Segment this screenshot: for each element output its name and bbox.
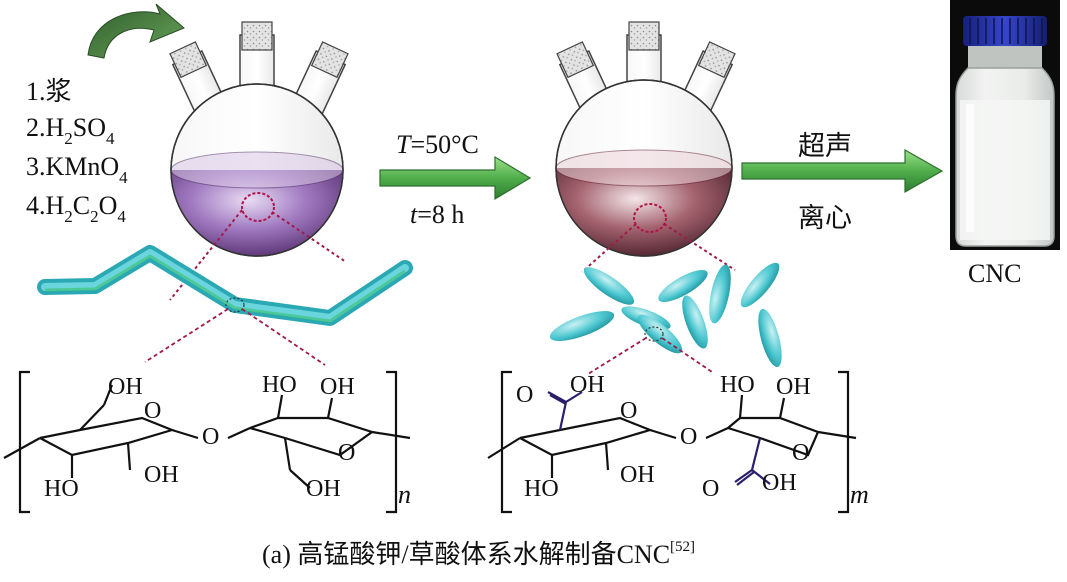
cellulose-fiber [37, 245, 413, 366]
label-oh: OH [620, 462, 655, 488]
cellulose-structure [3, 370, 411, 514]
label-o-bridge: O [680, 424, 698, 450]
carboxyl-bonds [547, 391, 771, 486]
process-arrow-2 [741, 148, 944, 194]
label-o: O [144, 398, 162, 424]
cnc-bottle [950, 0, 1060, 250]
reagent-item-1: 1.浆 [26, 77, 72, 106]
curved-arrow-icon [87, 3, 185, 59]
figure-caption: (a) 高锰酸钾/草酸体系水解制备CNC[52] [262, 539, 696, 569]
label-o-carbonyl: O [516, 382, 534, 408]
label-o: O [620, 398, 638, 424]
product-label: CNC [968, 259, 1022, 288]
reagent-item-2: 2.H2SO4 [26, 113, 115, 148]
reagent-list: 1.浆 2.H2SO4 3.KMnO4 4.H2C2O4 [26, 74, 128, 227]
label-oh-acid: OH [570, 372, 605, 398]
label-ho: HO [720, 372, 755, 398]
label-o: O [338, 440, 356, 466]
reaction-flask-purple [169, 21, 349, 301]
reagent-item-4: 4.H2C2O4 [26, 191, 126, 226]
repeat-index-n: n [398, 480, 411, 509]
label-oh: OH [108, 374, 143, 400]
nanocrystal-cluster [549, 262, 782, 375]
temperature-condition: T=50°C [396, 130, 479, 159]
label-oh: OH [320, 374, 355, 400]
label-oh: OH [144, 462, 179, 488]
ultrasonic-step: 超声 [798, 131, 852, 162]
repeat-index-m: m [850, 480, 869, 509]
centrifuge-step: 离心 [798, 203, 852, 234]
label-oh: OH [776, 374, 811, 400]
reaction-arrow-1 [379, 155, 532, 201]
label-o: O [792, 440, 810, 466]
label-ho: HO [262, 372, 297, 398]
label-o-bridge: O [202, 424, 220, 450]
label-o-carbonyl: O [702, 476, 720, 502]
time-condition: t=8 h [410, 200, 465, 229]
reaction-flask-maroon [555, 21, 736, 273]
reagent-item-3: 3.KMnO4 [26, 152, 128, 187]
label-oh: OH [306, 476, 341, 502]
label-ho: HO [44, 476, 79, 502]
label-ho: HO [524, 476, 559, 502]
label-oh-acid: OH [762, 470, 797, 496]
